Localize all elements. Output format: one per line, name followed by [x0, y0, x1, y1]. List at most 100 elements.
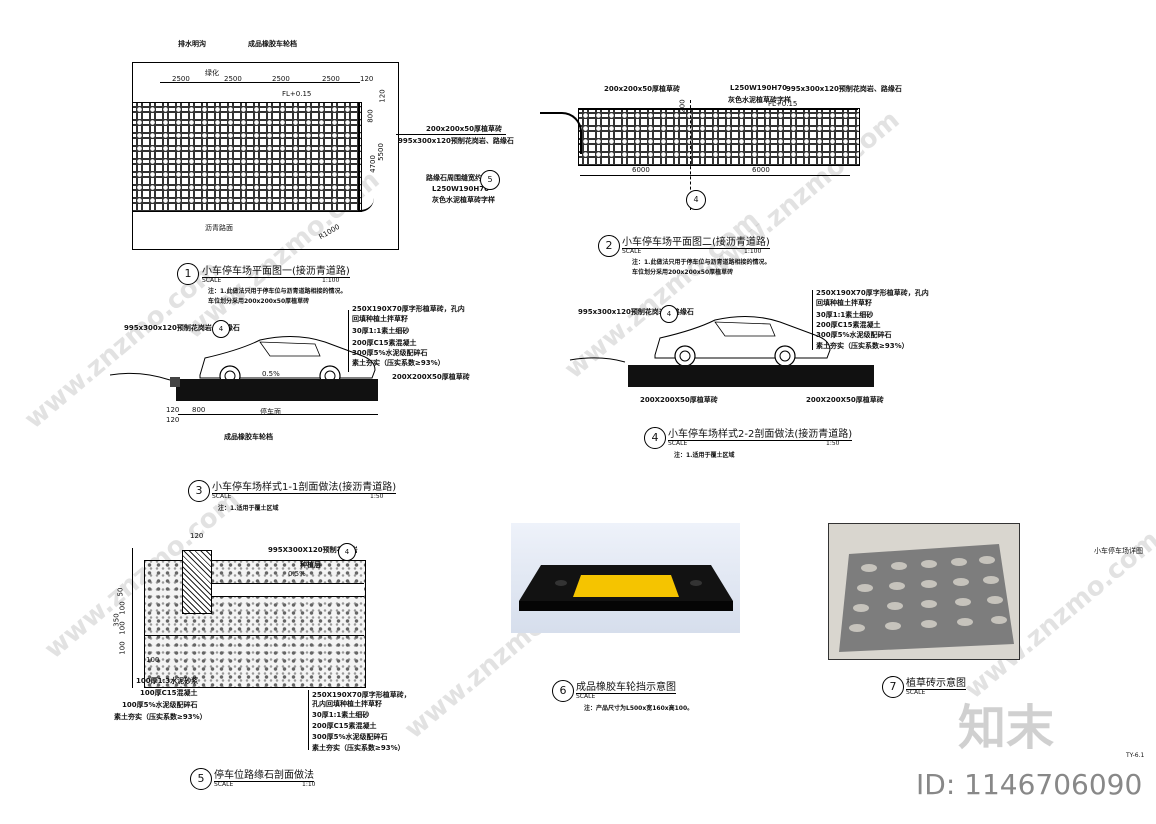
detail-number-bubble: 7	[882, 676, 904, 698]
dim-label: 2500	[272, 75, 290, 83]
span-label: 停车面	[260, 408, 281, 416]
detail-number-bubble: 3	[188, 480, 210, 502]
dim-label: 120	[190, 532, 204, 540]
layer-label: 200厚C15素混凝土	[312, 722, 377, 730]
scale-label: SCALE	[214, 781, 234, 788]
leader-line	[812, 290, 813, 350]
layer-label: 30厚1:1素土细砂	[816, 311, 874, 319]
scale-label: SCALE	[622, 248, 642, 255]
rubber-stopper-icon	[519, 565, 733, 611]
dim-label: 120	[360, 75, 374, 83]
plan-1-dim-line	[160, 82, 360, 83]
drawing-title: 小车停车场样式1-1剖面做法(接沥青道路)	[212, 478, 397, 494]
paver-layer	[212, 583, 364, 597]
section-5-base	[144, 560, 366, 688]
watermark-logo: 知末	[958, 700, 1055, 756]
detail-number-bubble: 6	[552, 680, 574, 702]
layer-label: 素土夯实（压实系数≥93%）	[312, 744, 405, 752]
vdim-label: 800	[366, 109, 375, 123]
grass-paver-icon	[829, 524, 1019, 659]
vdim-label: 5500	[376, 143, 385, 161]
scale-ratio: 1:50	[370, 493, 384, 500]
callout: 灰色水泥植草砖字样	[728, 96, 791, 104]
dim-label: 100	[146, 656, 160, 664]
plan-2-dim-line	[580, 175, 850, 176]
watermark-id: ID: 1146706090	[916, 768, 1143, 801]
callout: 200x200x50厚植草砖	[604, 85, 680, 93]
sheet-number: TY-6.1	[1126, 752, 1145, 759]
note: 注：1.适用于覆土区域	[674, 452, 735, 459]
drawing-title: 小车停车场样式2-2剖面做法(接沥青道路)	[668, 425, 853, 441]
drawing-title: 成品橡胶车轮挡示意图	[576, 678, 676, 694]
dim-label: 120	[166, 406, 180, 414]
layer-label: 300厚5%水泥级配碎石	[312, 733, 388, 741]
vdim-label: 100	[118, 641, 127, 655]
layer-label: 250X190X70厚字形植草砖，	[312, 691, 411, 699]
scale-label: SCALE	[668, 440, 688, 447]
plan-2-curb-line	[578, 108, 858, 110]
car-section-4	[569, 315, 831, 367]
green-label: 种植层	[300, 561, 321, 569]
vdim-label: 120	[378, 89, 387, 103]
layer-label: 素土夯实（压实系数≥93%）	[114, 713, 207, 721]
dim-label: 120	[166, 416, 180, 424]
layer-label: 回填种植土拌草籽	[816, 299, 872, 307]
scale-label: SCALE	[202, 277, 222, 284]
detail-ref-bubble: 4	[660, 305, 678, 323]
callout: L250W190H70	[730, 84, 788, 92]
dim-label: 2500	[224, 75, 242, 83]
layer-label: 100厚1:3水泥砂浆	[136, 677, 199, 685]
detail-number-bubble: 4	[644, 427, 666, 449]
callout: 995x300x120预制花岗岩、路缘石	[786, 85, 902, 93]
callout: 200X200X50厚植草砖	[392, 373, 470, 381]
dim-label: 6000	[752, 166, 770, 174]
section-4-layers	[628, 365, 874, 387]
layer-label: 100厚5%水泥级配碎石	[122, 701, 198, 709]
callout: L250W190H70	[432, 185, 490, 193]
callout: 200x200x50厚植草砖	[426, 125, 502, 133]
scale-ratio: 1:100	[744, 248, 762, 255]
scale-label: SCALE	[576, 693, 596, 700]
detail-ref-bubble: 5	[480, 170, 500, 190]
vdim-label: 100	[118, 601, 127, 615]
plan-1-tag: 排水明沟	[178, 40, 206, 48]
detail-number-bubble: 5	[190, 768, 212, 790]
callout: 995x300x120预制花岗岩、路缘石	[578, 308, 694, 316]
drawing-title: 小车停车场平面图二(接沥青道路)	[622, 233, 770, 249]
plan-2-curb	[540, 112, 582, 154]
layer-label: 300厚5%水泥级配碎石	[352, 349, 428, 357]
level-mark: FL+0.15	[282, 90, 312, 98]
leader-line	[308, 690, 309, 750]
plan-1-paver-area	[132, 102, 362, 212]
leader-line	[396, 134, 506, 135]
note: 车位划分采用200x200x50厚植草砖	[208, 298, 310, 305]
callout: 200X200X50厚植草砖	[640, 396, 718, 404]
layer-label: 100厚C15混凝土	[140, 689, 198, 697]
detail-ref-bubble: 4	[686, 190, 706, 210]
callout: 995x300x120预制花岗岩、路缘石	[124, 324, 240, 332]
dim-line	[132, 548, 133, 688]
plan-2-paver-area	[578, 108, 860, 166]
layer-label: 素土夯实（压实系数≥93%）	[816, 342, 909, 350]
scale-label: SCALE	[212, 493, 232, 500]
callout: 灰色水泥植草砖字样	[432, 196, 495, 204]
green-label: 绿化	[205, 69, 219, 77]
callout: 995X300X120预制花岗岩	[268, 546, 358, 554]
note: 注：1.此做法只用于停车位与沥青道路相接的情况。	[208, 288, 347, 295]
side-label: 小车停车场详图	[1094, 547, 1143, 555]
layer-label: 250X190X70厚字形植草砖，孔内	[816, 289, 929, 297]
leader-line	[348, 310, 349, 372]
dim-label: 6000	[632, 166, 650, 174]
layer-label: 回填种植土拌草籽	[352, 315, 408, 323]
paver-photo	[828, 523, 1020, 660]
level-mark: FL+0.15	[768, 100, 798, 108]
callout: 路缘石周围缝宽约宽	[426, 174, 489, 182]
scale-ratio: 1:100	[322, 277, 340, 284]
layer-label: 250X190X70厚字形植草砖，孔内	[352, 305, 465, 313]
vdim-label: 4700	[368, 155, 377, 173]
dim-label: 2500	[172, 75, 190, 83]
layer-label: 300厚5%水泥级配碎石	[816, 331, 892, 339]
section-3-layers	[176, 379, 378, 401]
layer-label: 素土夯实（压实系数≥93%）	[352, 359, 445, 367]
dim-label: 2500	[322, 75, 340, 83]
